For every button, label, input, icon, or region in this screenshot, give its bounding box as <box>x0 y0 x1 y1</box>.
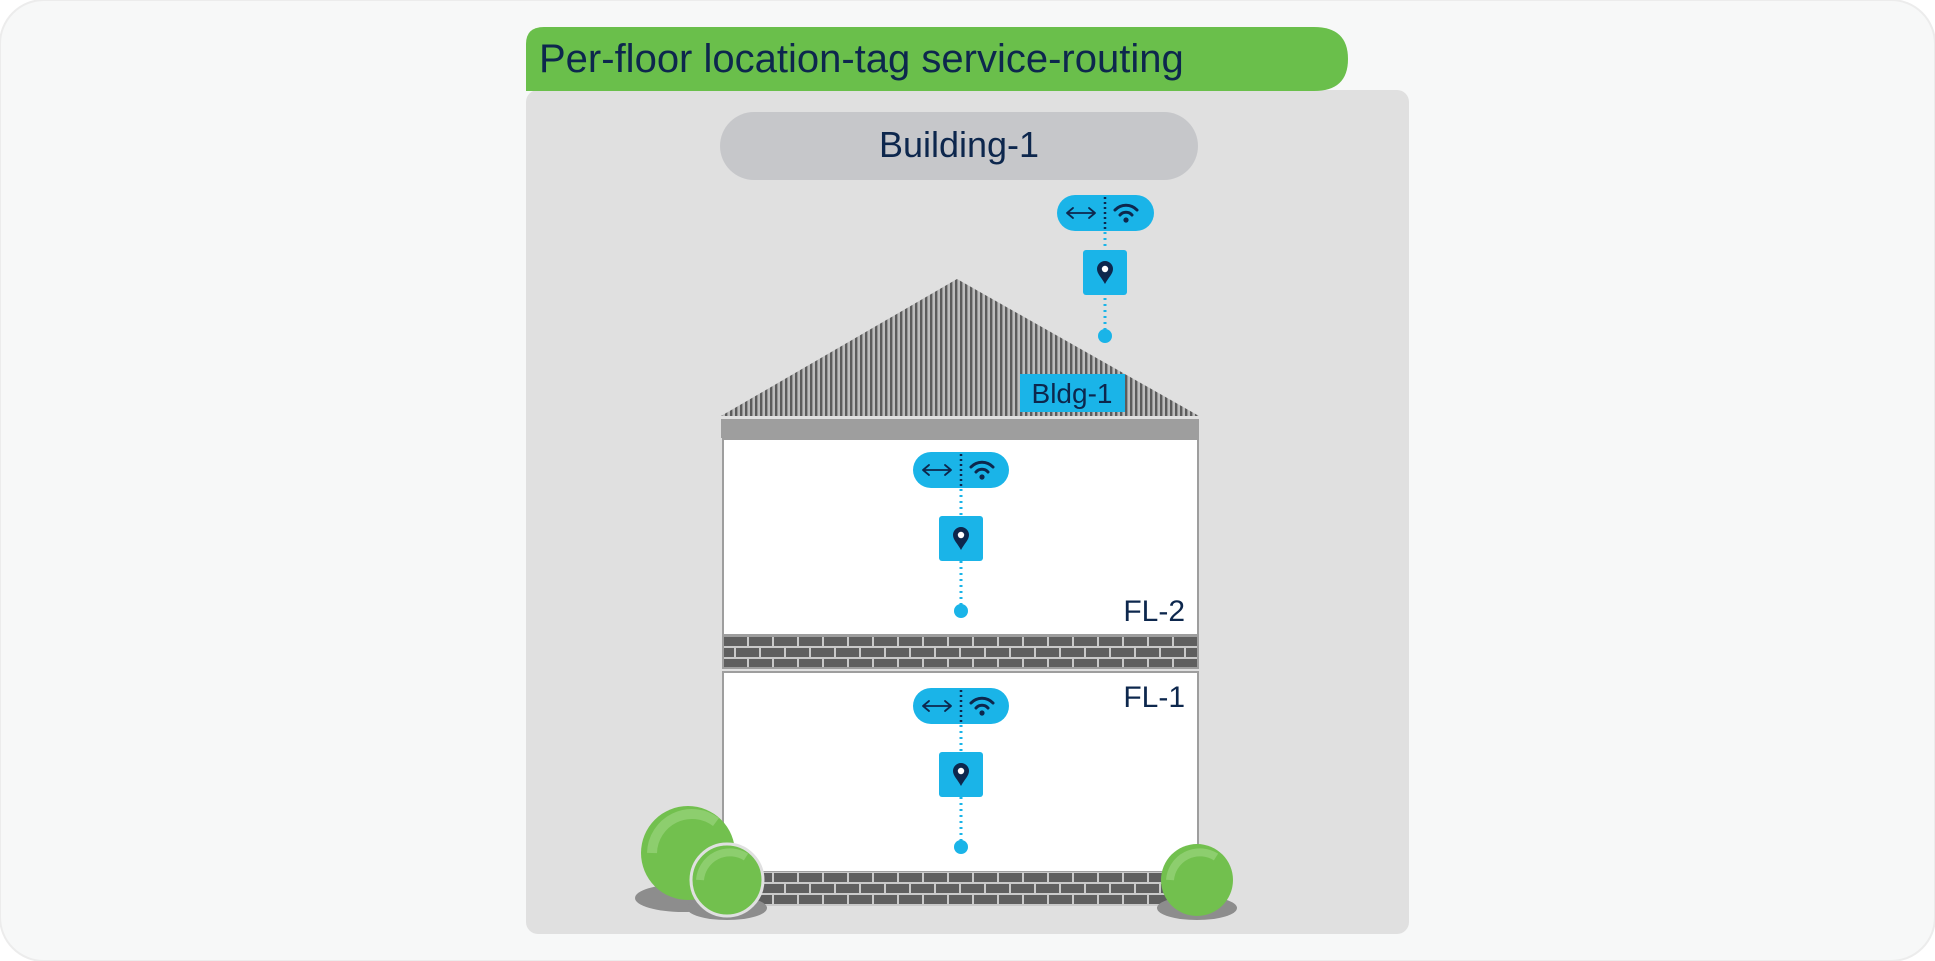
title-bar: Per-floor location-tag service-routing <box>526 27 1348 91</box>
roof-beam <box>721 419 1199 438</box>
shrub-left <box>635 806 767 920</box>
floor-2-anchor-dot <box>954 604 968 618</box>
location-pin-icon <box>953 763 969 786</box>
floor-1-anchor-dot <box>954 840 968 854</box>
location-pin-icon <box>1097 261 1113 284</box>
shrub-right <box>1157 844 1237 920</box>
wifi-icon <box>1113 203 1139 223</box>
building-anchor-dot <box>1098 329 1112 343</box>
floor-2-label: FL-2 <box>1123 595 1185 628</box>
building-name-pill: Building-1 <box>720 112 1198 180</box>
bidirectional-arrow-icon <box>922 464 952 476</box>
building-tag-badge: Bldg-1 <box>1020 374 1125 412</box>
floor-1-label: FL-1 <box>1123 681 1185 714</box>
wifi-icon <box>969 696 995 716</box>
building-service-stack <box>1057 195 1154 343</box>
building-tag-label: Bldg-1 <box>1032 378 1113 409</box>
floor-2-brick-band <box>722 635 1199 669</box>
floor-2-service-stack <box>913 452 1009 618</box>
diagram-title: Per-floor location-tag service-routing <box>539 37 1184 81</box>
bidirectional-arrow-icon <box>1066 207 1096 219</box>
wifi-icon <box>969 460 995 480</box>
floor-1-service-stack <box>913 688 1009 854</box>
bidirectional-arrow-icon <box>922 700 952 712</box>
foundation-brick-band <box>745 872 1177 906</box>
location-pin-icon <box>953 527 969 550</box>
building-name: Building-1 <box>879 124 1039 165</box>
